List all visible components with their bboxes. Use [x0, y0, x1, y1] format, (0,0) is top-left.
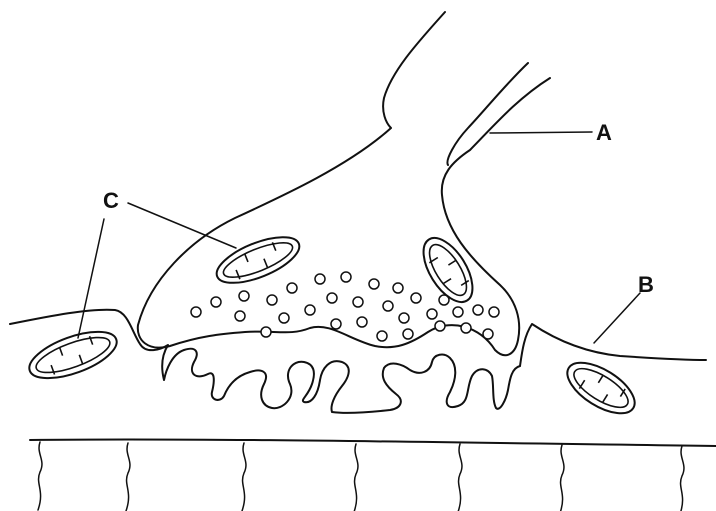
vesicle [383, 301, 393, 311]
vesicle [489, 307, 499, 317]
vesicle [211, 297, 221, 307]
vesicle [403, 329, 413, 339]
vesicle [315, 274, 325, 284]
vesicle [439, 295, 449, 305]
vesicle [427, 309, 437, 319]
striation [458, 444, 462, 511]
axon-terminal-outline [138, 12, 550, 355]
vesicle [453, 307, 463, 317]
vesicle [279, 313, 289, 323]
mitochondrion-muscle-left [24, 322, 123, 387]
axon-inner-line [447, 63, 528, 165]
vesicle [483, 329, 493, 339]
vesicle [369, 279, 379, 289]
vesicle [393, 283, 403, 293]
vesicle [411, 293, 421, 303]
label-c: C [103, 188, 119, 213]
label-a-leader [490, 132, 592, 133]
vesicle [353, 297, 363, 307]
vesicle [327, 293, 337, 303]
label-a: A [596, 120, 612, 145]
vesicle [287, 283, 297, 293]
vesicle [341, 272, 351, 282]
muscle-striations [38, 442, 684, 511]
vesicle [377, 331, 387, 341]
vesicle [435, 321, 445, 331]
striation [354, 444, 358, 511]
vesicle [191, 307, 201, 317]
label-b: B [638, 272, 654, 297]
postsynaptic-membrane-right [520, 324, 706, 366]
striation [560, 445, 564, 511]
vesicle [399, 313, 409, 323]
striation [126, 443, 130, 511]
striation [38, 442, 42, 510]
mitochondrion-muscle-right [559, 353, 643, 424]
vesicle [461, 323, 471, 333]
vesicle [473, 305, 483, 315]
striation [680, 446, 684, 511]
vesicle [331, 319, 341, 329]
label-c-leader-muscle [78, 219, 104, 338]
vesicle [239, 291, 249, 301]
muscle-fiber-edge [30, 439, 716, 446]
label-b-leader [594, 293, 640, 343]
striation [242, 443, 246, 511]
vesicle [261, 327, 271, 337]
vesicle [357, 317, 367, 327]
vesicle [235, 311, 245, 321]
vesicle [305, 305, 315, 315]
vesicle [267, 295, 277, 305]
